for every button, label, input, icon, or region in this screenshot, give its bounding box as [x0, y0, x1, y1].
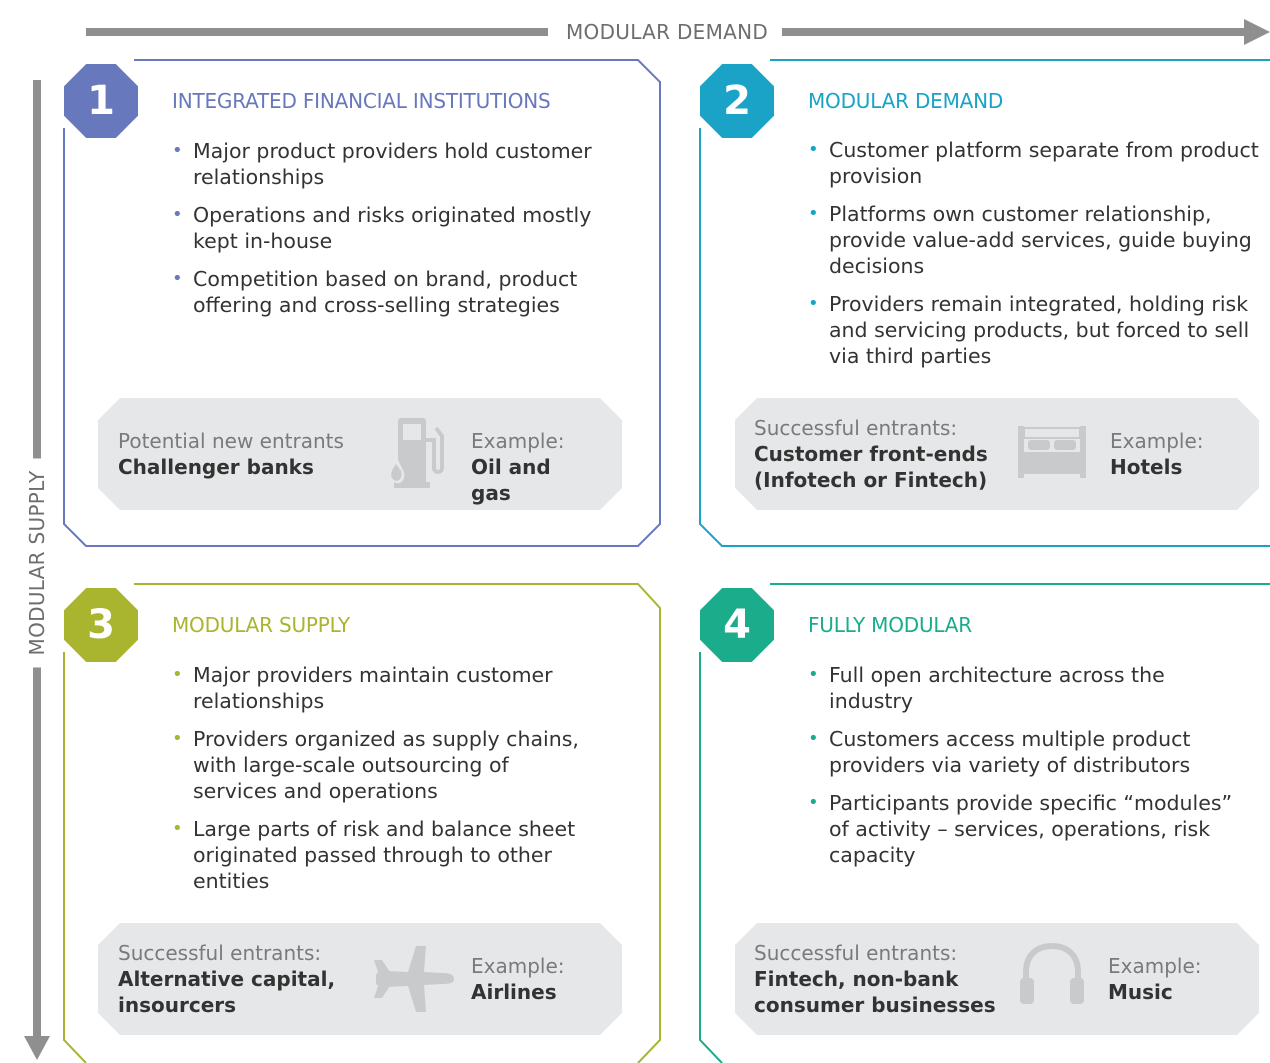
bullet-item: •Platforms own customer relationship, pr… — [808, 202, 1252, 278]
top-axis-label: MODULAR DEMAND — [548, 20, 783, 44]
bullet-item: •Participants provide specific “modules”… — [808, 791, 1233, 867]
example-box — [98, 398, 622, 510]
bullet-item: •Customer platform separate from product… — [808, 138, 1259, 188]
top-arrow-head — [1244, 19, 1270, 45]
bullet-item: •Major providers maintain customer relat… — [172, 663, 553, 713]
bullet-item: •Full open architecture across the indus… — [808, 663, 1165, 713]
quadrant-badge: 3 — [64, 588, 138, 662]
example-box — [98, 923, 622, 1035]
entrants-value: Challenger banks — [118, 455, 314, 479]
example-value: Airlines — [471, 980, 557, 1004]
example-value: Music — [1108, 980, 1173, 1004]
example: Example: Airlines — [471, 953, 565, 1005]
entrants-value: Alternative capital, insourcers — [118, 967, 336, 1017]
bullet-item: •Providers remain integrated, holding ri… — [808, 292, 1250, 368]
quadrant-badge: 4 — [700, 588, 774, 662]
entrants: Successful entrants: Customer front-ends… — [754, 415, 1014, 493]
entrants: Successful entrants: Alternative capital… — [118, 940, 378, 1018]
side-axis-label: MODULAR SUPPLY — [25, 458, 49, 668]
bullet-item: •Providers organized as supply chains, w… — [172, 727, 579, 803]
bullet-item: •Customers access multiple product provi… — [808, 727, 1191, 777]
entrants-lead: Successful entrants: — [754, 941, 958, 965]
quadrant-4-frame — [699, 583, 1270, 1063]
quadrant-3-frame — [63, 583, 661, 1063]
quadrant-title: MODULAR DEMAND — [808, 89, 1004, 113]
quadrant-title: FULLY MODULAR — [808, 613, 972, 637]
example-lead: Example: — [471, 429, 565, 453]
example-box — [735, 923, 1259, 1035]
bullet-list: •Major providers maintain customer relat… — [172, 662, 592, 906]
bullet-list: •Full open architecture across the indus… — [808, 662, 1248, 880]
bullet-item: •Competition based on brand, product off… — [172, 267, 578, 317]
quadrant-title: MODULAR SUPPLY — [172, 613, 350, 637]
side-arrow-head — [24, 1036, 50, 1060]
entrants: Successful entrants: Fintech, non-bank c… — [754, 940, 1014, 1018]
example: Example: Oil and gas — [471, 428, 565, 506]
example: Example: Music — [1108, 953, 1202, 1005]
example: Example: Hotels — [1110, 428, 1204, 480]
bullet-item: •Operations and risks originated mostly … — [172, 203, 592, 253]
entrants-lead: Successful entrants: — [754, 416, 958, 440]
bullet-item: •Major product providers hold customer r… — [172, 139, 592, 189]
quadrant-badge: 2 — [700, 64, 774, 138]
quadrant-title: INTEGRATED FINANCIAL INSTITUTIONS — [172, 89, 551, 113]
entrants: Potential new entrants Challenger banks — [118, 428, 378, 480]
quadrant-2-frame — [699, 59, 1270, 547]
example-lead: Example: — [1110, 429, 1204, 453]
example-value: Oil and gas — [471, 455, 551, 505]
entrants-lead: Successful entrants: — [118, 941, 322, 965]
example-value: Hotels — [1110, 455, 1183, 479]
entrants-value: Customer front-ends (Infotech or Fintech… — [754, 442, 988, 492]
example-box — [735, 398, 1259, 510]
quadrant-badge: 1 — [64, 64, 138, 138]
example-lead: Example: — [1108, 954, 1202, 978]
airplane-icon — [374, 946, 454, 1012]
entrants-lead: Potential new entrants — [118, 429, 344, 453]
example-lead: Example: — [471, 954, 565, 978]
quadrant-1-frame — [63, 59, 661, 547]
headphones-icon — [1020, 942, 1084, 1004]
entrants-value: Fintech, non-bank consumer businesses — [754, 967, 996, 1017]
bullet-list: •Major product providers hold customer r… — [172, 138, 592, 330]
bullet-list: •Customer platform separate from product… — [808, 137, 1264, 381]
bullet-item: •Large parts of risk and balance sheet o… — [172, 817, 576, 893]
fuel-pump-icon — [390, 418, 444, 488]
bed-icon — [1018, 426, 1086, 478]
